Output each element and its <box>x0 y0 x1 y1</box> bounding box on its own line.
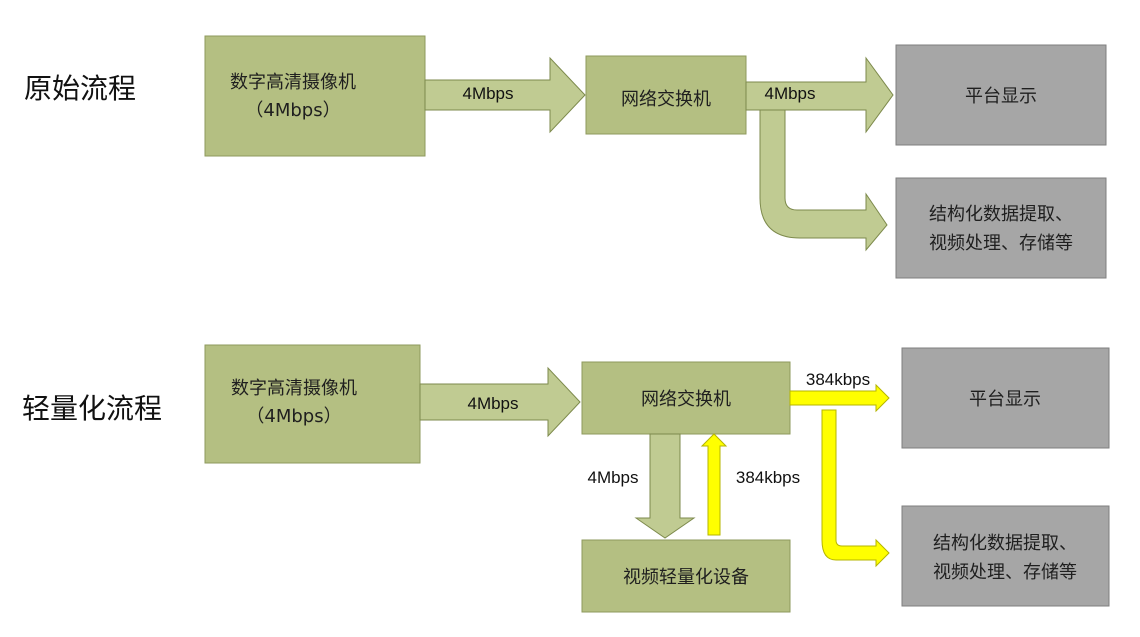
lightweight-arrow-device-to-switch <box>700 433 728 536</box>
lightweight-rate-camera-to-switch: 4Mbps <box>467 394 518 413</box>
original-switch-box <box>585 55 747 135</box>
original-arrow-switch-to-processing <box>759 109 888 252</box>
lightweight-camera-label: 数字高清摄像机 <box>231 378 357 399</box>
lightweight-processing-label-1: 结构化数据提取、 <box>933 533 1077 554</box>
original-processing-box <box>895 177 1107 279</box>
original-processing-label-1: 结构化数据提取、 <box>929 204 1073 225</box>
lightweight-arrow-switch-to-processing <box>821 409 890 568</box>
original-arrow-camera-to-switch <box>424 56 586 134</box>
lightweight-platform-box <box>901 347 1110 449</box>
lightweight-device-box <box>581 539 791 613</box>
lightweight-arrow-switch-to-device <box>634 433 696 539</box>
lightweight-rate-switch-to-device: 4Mbps <box>587 468 638 487</box>
original-rate-switch-to-platform: 4Mbps <box>764 84 815 103</box>
lightweight-rate-switch-to-platform: 384kbps <box>806 370 870 389</box>
original-platform-label: 平台显示 <box>965 86 1037 107</box>
original-camera-box <box>204 35 426 157</box>
lightweight-processing-box <box>901 505 1110 607</box>
original-camera-label: 数字高清摄像机 <box>230 72 356 93</box>
original-rate-camera-to-switch: 4Mbps <box>462 84 513 103</box>
lightweight-device-label: 视频轻量化设备 <box>623 567 749 588</box>
lightweight-platform-label: 平台显示 <box>969 389 1041 410</box>
original-flow-title: 原始流程 <box>24 72 136 105</box>
lightweight-arrow-camera-to-switch <box>419 366 581 438</box>
original-processing-label-2: 视频处理、存储等 <box>929 233 1073 254</box>
lightweight-arrow-switch-to-platform <box>789 383 890 413</box>
lightweight-processing-label-2: 视频处理、存储等 <box>933 562 1077 583</box>
original-platform-box <box>895 44 1107 146</box>
lightweight-rate-device-to-switch: 384kbps <box>736 468 800 487</box>
original-switch-label: 网络交换机 <box>621 89 711 110</box>
lightweight-flow-title: 轻量化流程 <box>22 392 162 425</box>
original-camera-rate-label: （4Mbps） <box>245 100 340 121</box>
lightweight-switch-label: 网络交换机 <box>641 389 731 410</box>
lightweight-camera-box <box>204 344 421 464</box>
lightweight-camera-rate-label: （4Mbps） <box>246 406 341 427</box>
